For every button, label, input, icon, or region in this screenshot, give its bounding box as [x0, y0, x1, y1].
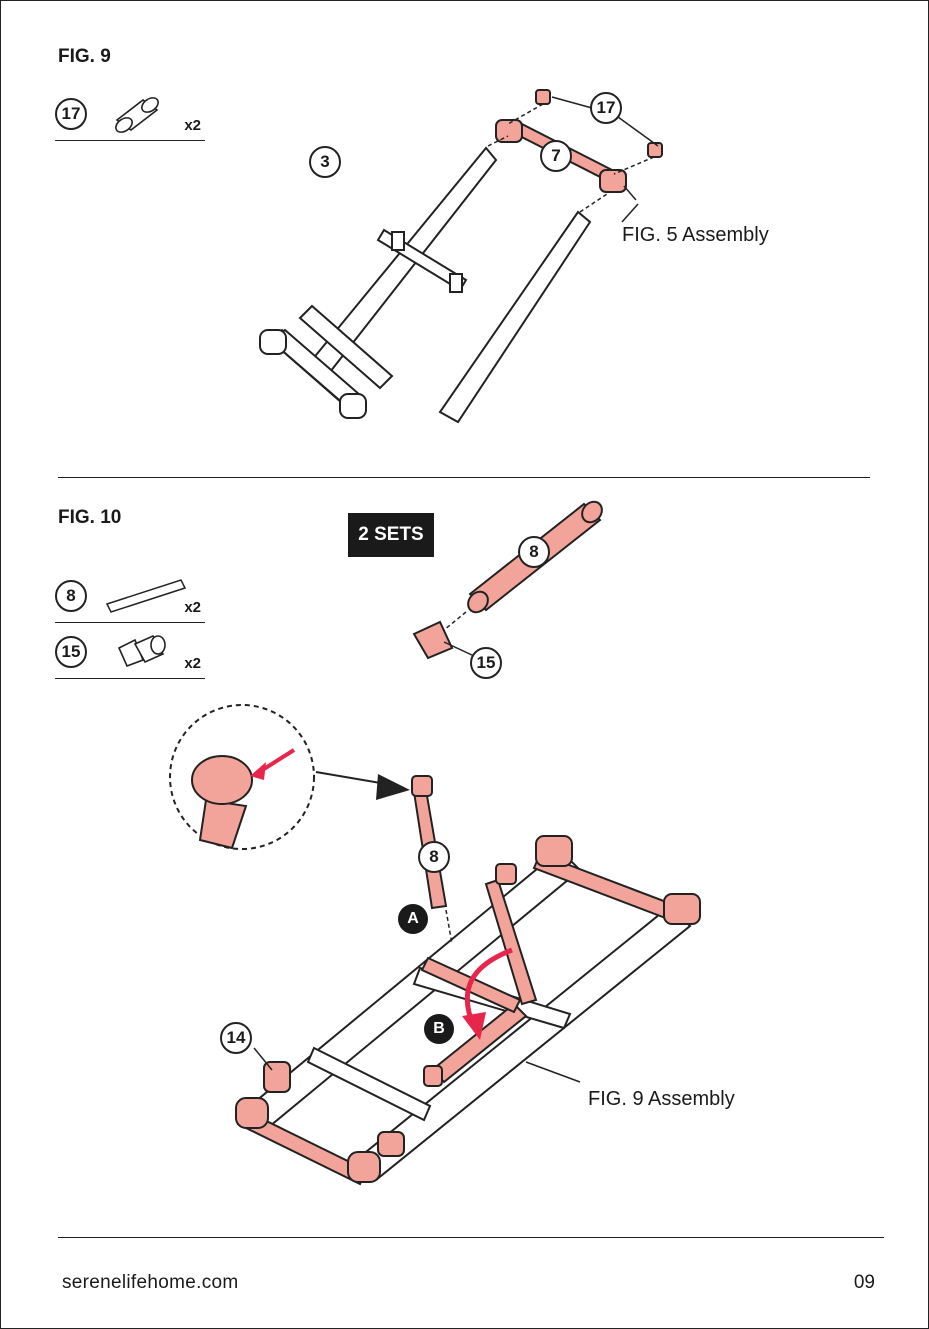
section-divider: [58, 477, 870, 478]
fig10-title: FIG. 10: [58, 507, 121, 529]
clip-connector-icon: [113, 630, 173, 672]
step-b-marker: B: [424, 1014, 454, 1044]
callout-part-15: 15: [470, 647, 502, 679]
fig9-assembly-label: FIG. 9 Assembly: [588, 1088, 735, 1111]
callout-part-3: 3: [309, 146, 341, 178]
sets-badge: 2 SETS: [348, 513, 434, 557]
callout-part-14: 14: [220, 1022, 252, 1054]
page-number: 09: [854, 1272, 875, 1294]
callout-part-8-installed: 8: [418, 841, 450, 873]
footer-divider: [58, 1237, 884, 1238]
part-number-badge: 15: [55, 636, 87, 668]
fig10-part-row-8: 8 x2: [55, 574, 205, 623]
part-qty: x2: [184, 599, 201, 616]
callout-part-8: 8: [518, 536, 550, 568]
part-qty: x2: [184, 655, 201, 672]
footer-url: serenelifehome.com: [62, 1272, 238, 1294]
callout-part-7: 7: [540, 140, 572, 172]
fig5-assembly-label: FIG. 5 Assembly: [622, 224, 769, 247]
tube-icon: [101, 574, 191, 614]
fig10-part-row-15: 15 x2: [55, 630, 205, 679]
callout-part-17: 17: [590, 92, 622, 124]
step-a-marker: A: [398, 904, 428, 934]
part-number-badge: 8: [55, 580, 87, 612]
